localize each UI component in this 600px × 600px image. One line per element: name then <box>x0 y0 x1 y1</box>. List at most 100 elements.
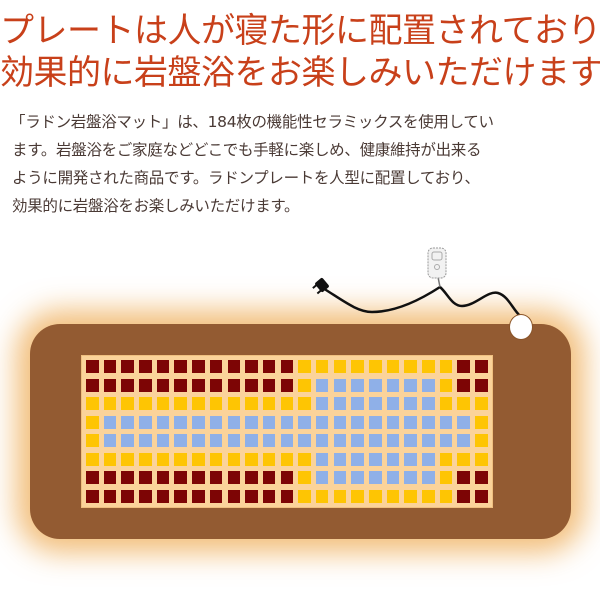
plate-red <box>475 378 488 392</box>
plate-blue <box>404 378 417 392</box>
plate-blue <box>315 471 329 484</box>
plate-red <box>245 471 258 484</box>
plate-yellow <box>103 452 117 466</box>
plate-yellow <box>351 360 364 373</box>
plate-blue <box>422 471 435 484</box>
plate-red <box>262 360 276 373</box>
plate-blue <box>422 452 435 466</box>
plate-blue <box>333 378 347 392</box>
plate-yellow <box>262 397 276 410</box>
plate-yellow <box>475 452 488 466</box>
plate-blue <box>245 415 258 429</box>
plate-blue <box>315 378 329 392</box>
plate-red <box>174 489 187 503</box>
plate-yellow <box>404 489 417 503</box>
plate-red <box>209 489 223 503</box>
plate-red <box>156 471 170 484</box>
plate-blue <box>351 452 364 466</box>
plate-blue <box>333 452 347 466</box>
plate-yellow <box>422 489 435 503</box>
plate-yellow <box>262 452 276 466</box>
plate-blue <box>139 415 152 429</box>
plate-red <box>192 360 205 373</box>
plate-yellow <box>280 397 294 410</box>
plate-blue <box>351 397 364 410</box>
plate-red <box>475 360 488 373</box>
plate-yellow <box>174 397 187 410</box>
plate-yellow <box>103 397 117 410</box>
plate-yellow <box>315 360 329 373</box>
plate-yellow <box>192 452 205 466</box>
plate-blue <box>386 452 400 466</box>
plate-yellow <box>156 397 170 410</box>
plate-blue <box>298 415 311 429</box>
plate-red <box>86 378 99 392</box>
plate-blue <box>369 452 382 466</box>
plate-blue <box>315 452 329 466</box>
plate-red <box>174 471 187 484</box>
plate-yellow <box>121 397 134 410</box>
plate-blue <box>315 434 329 447</box>
plate-yellow <box>457 452 470 466</box>
plate-blue <box>422 378 435 392</box>
plate-red <box>156 360 170 373</box>
plate-red <box>280 471 294 484</box>
plate-red <box>227 489 240 503</box>
plate-yellow <box>457 397 470 410</box>
plate-yellow <box>439 452 453 466</box>
plate-red <box>121 360 134 373</box>
plate-yellow <box>192 397 205 410</box>
description-line-3: ように開発された商品です。ラドンプレートを人型に配置しており、 <box>12 169 480 187</box>
plate-blue <box>369 378 382 392</box>
plate-yellow <box>227 397 240 410</box>
plate-blue <box>333 397 347 410</box>
plate-yellow <box>404 360 417 373</box>
plate-blue <box>156 434 170 447</box>
plate-blue <box>386 434 400 447</box>
plate-blue <box>174 434 187 447</box>
plate-red <box>457 471 470 484</box>
plate-blue <box>404 415 417 429</box>
plate-blue <box>369 471 382 484</box>
plate-yellow <box>422 360 435 373</box>
plate-blue <box>422 397 435 410</box>
plate-red <box>475 489 488 503</box>
plate-blue <box>351 434 364 447</box>
product-description: 「ラドン岩盤浴マット」は、184枚の機能性セラミックスを使用してい ます。岩盤浴… <box>10 108 595 220</box>
plate-yellow <box>86 397 99 410</box>
plate-blue <box>422 415 435 429</box>
plate-red <box>245 489 258 503</box>
plate-yellow <box>139 452 152 466</box>
plate-red <box>174 360 187 373</box>
plate-blue <box>227 415 240 429</box>
plate-red <box>475 471 488 484</box>
headline: プレートは人が寝た形に配置されており 効果的に岩盤浴をお楽しみいただけます <box>0 10 600 94</box>
plate-yellow <box>439 471 453 484</box>
plate-red <box>121 489 134 503</box>
plate-blue <box>121 415 134 429</box>
plate-yellow <box>156 452 170 466</box>
plate-blue <box>386 397 400 410</box>
plate-yellow <box>351 489 364 503</box>
plate-yellow <box>439 397 453 410</box>
description-line-2: ます。岩盤浴をご家庭などどこでも手軽に楽しめ、健康維持が出来る <box>12 141 482 159</box>
mat-connector-icon <box>509 314 533 340</box>
plate-red <box>457 360 470 373</box>
plate-blue <box>121 434 134 447</box>
plate-yellow <box>280 452 294 466</box>
plate-blue <box>227 434 240 447</box>
plate-yellow <box>439 489 453 503</box>
plate-yellow <box>298 360 311 373</box>
plate-blue <box>280 434 294 447</box>
plate-red <box>245 360 258 373</box>
power-plug-icon <box>312 278 329 295</box>
plate-yellow <box>475 397 488 410</box>
plate-blue <box>209 434 223 447</box>
plate-yellow <box>333 360 347 373</box>
plate-blue <box>192 415 205 429</box>
plate-red <box>457 489 470 503</box>
plate-red <box>280 489 294 503</box>
plate-red <box>103 360 117 373</box>
plate-red <box>103 489 117 503</box>
plate-blue <box>404 452 417 466</box>
